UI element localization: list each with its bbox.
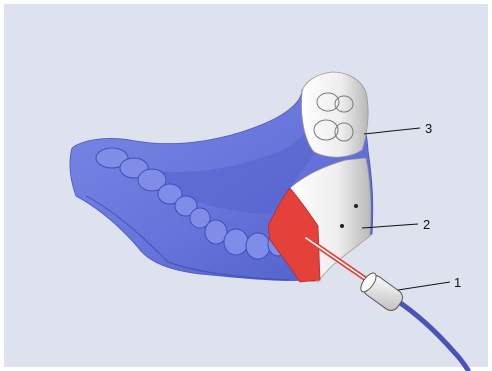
callout-label-3: 3 [425,121,432,136]
tooth [246,233,270,259]
molar-scan [302,72,369,157]
molar-scan-surface [302,72,369,157]
callout-label-2: 2 [423,217,430,232]
marker-dot [340,224,344,228]
callout-label-1: 1 [454,275,461,290]
marker-dot [354,204,358,208]
tooth [224,229,248,255]
